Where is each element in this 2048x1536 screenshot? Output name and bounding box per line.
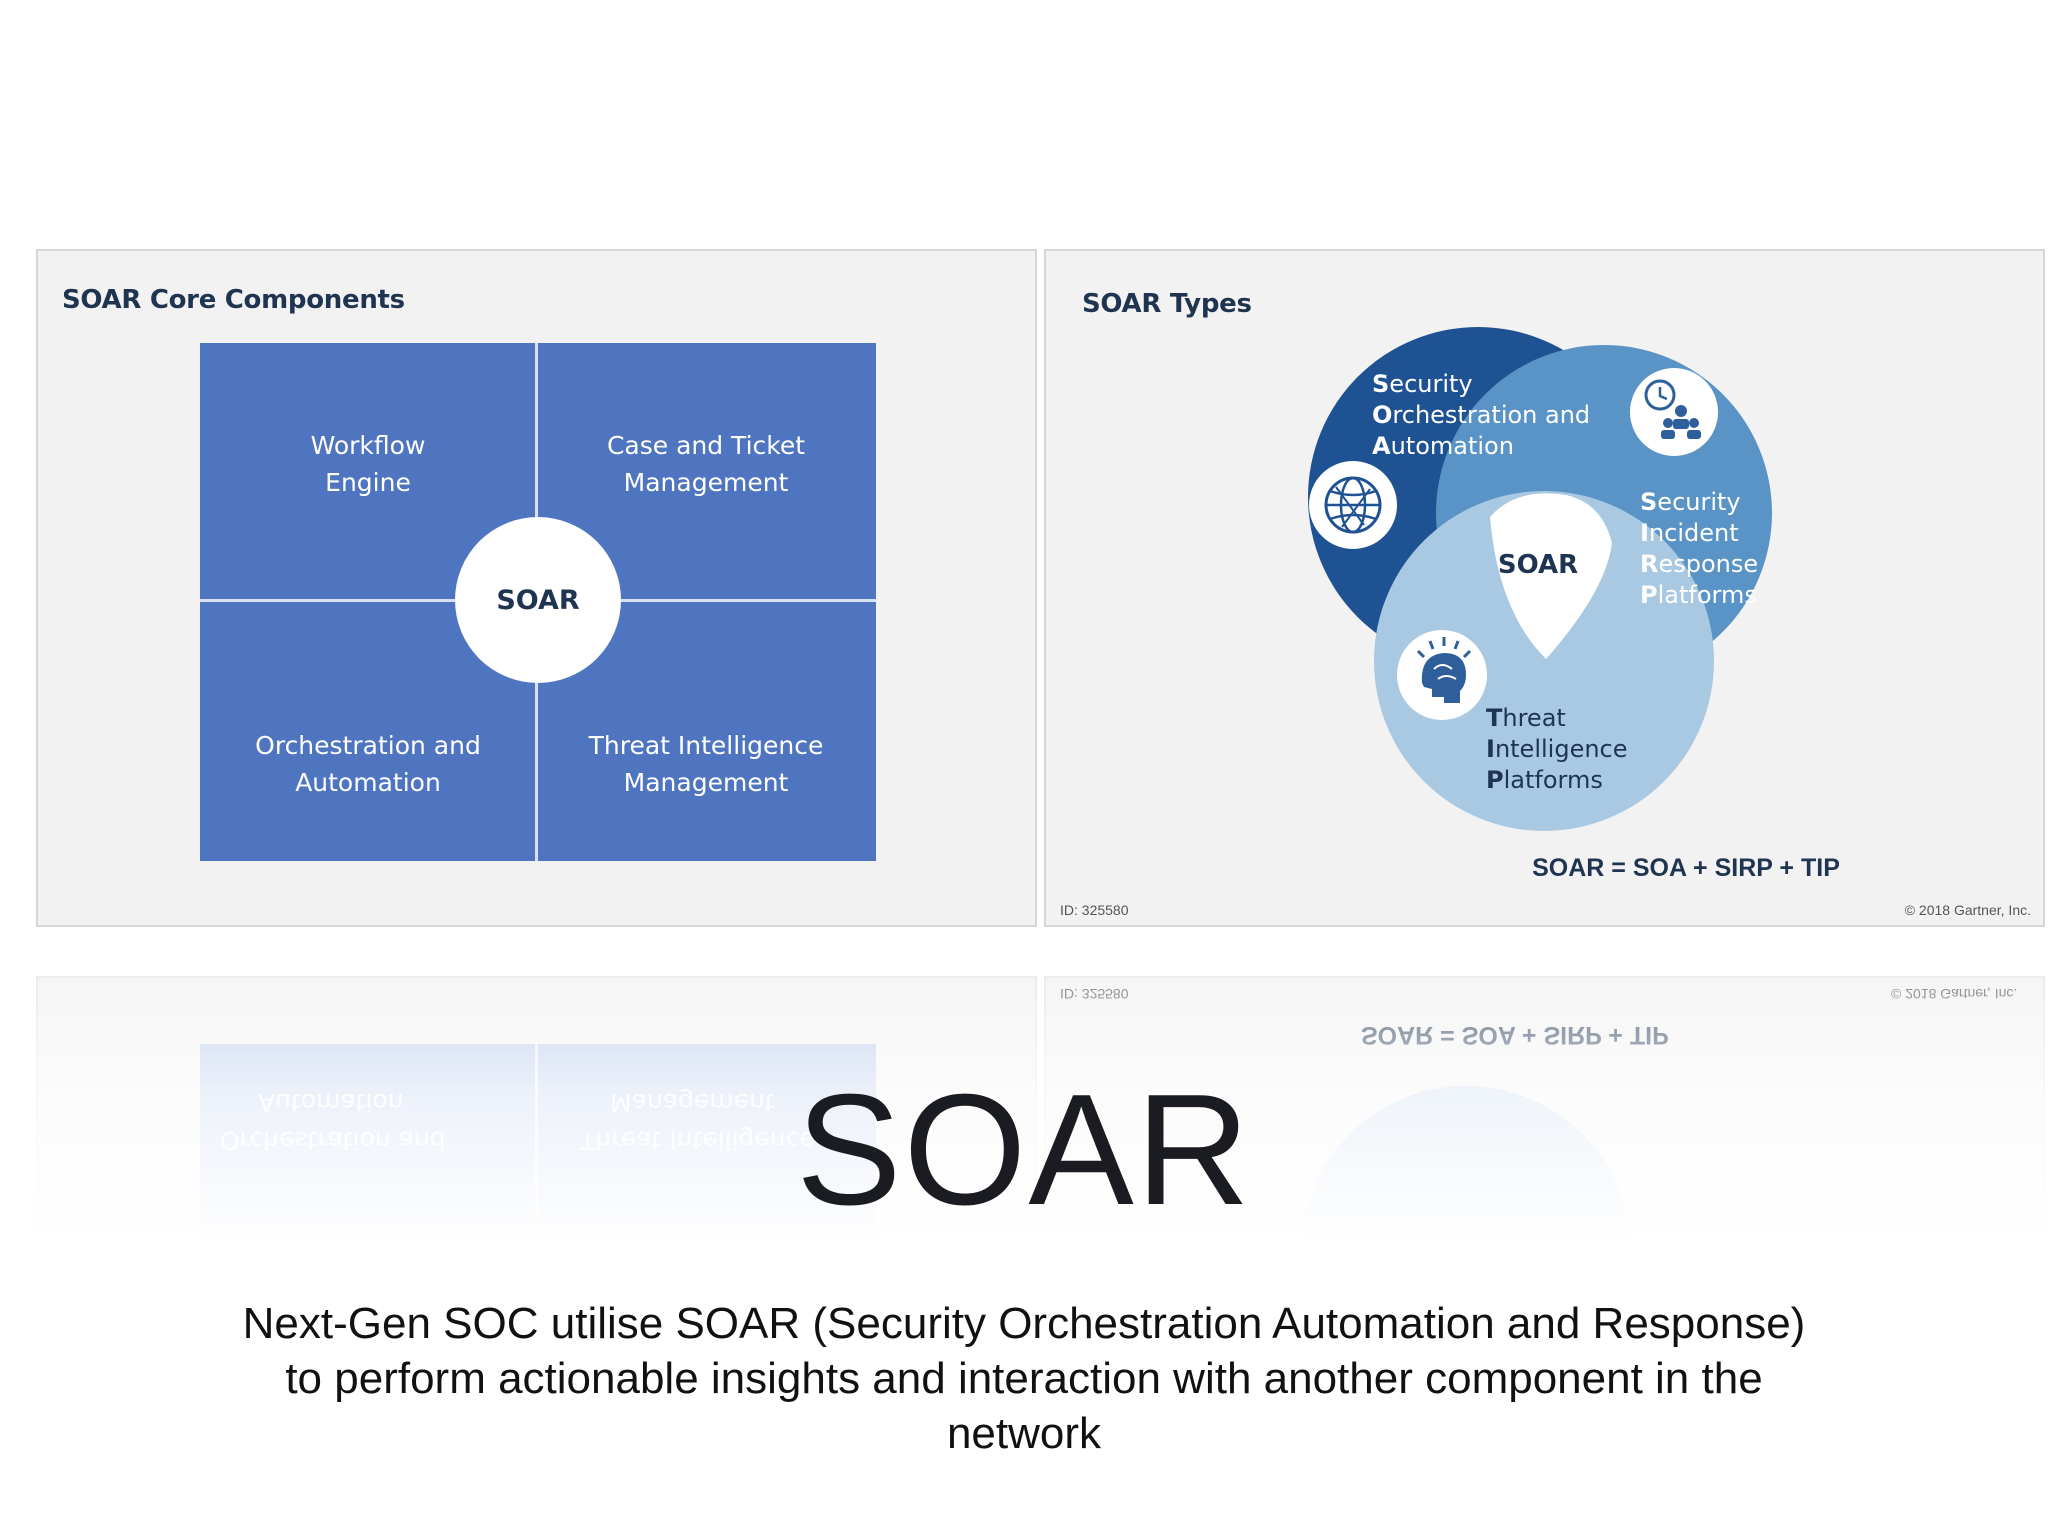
core-components-title: SOAR Core Components <box>62 285 405 315</box>
quadrant-label: Management <box>623 768 789 797</box>
tip-label: Threat Intelligence Platforms <box>1486 704 1635 794</box>
quadrant-label: Management <box>623 468 789 497</box>
slide-title: SOAR <box>796 1062 1252 1238</box>
diagram-id: ID: 325580 <box>1060 902 1129 918</box>
reflection-fade <box>0 976 2048 1246</box>
venn-center-label: SOAR <box>1498 550 1578 580</box>
soar-types-title: SOAR Types <box>1082 289 1252 319</box>
panels-reflection: Automation Orchestration and Management … <box>0 976 2048 1246</box>
soar-equation: SOAR = SOA + SIRP + TIP <box>1532 854 1840 882</box>
core-components-panel: SOAR Core Components Workflow Engine Cas… <box>36 249 1037 927</box>
brain-head-icon <box>1397 630 1487 720</box>
soar-hub-circle: SOAR <box>455 517 621 683</box>
soa-label: Security Orchestration and Automation <box>1372 370 1598 460</box>
sirp-label: Security Incident Response Platforms <box>1640 488 1766 609</box>
globe-network-icon <box>1309 461 1397 549</box>
quadrant-label: Case and Ticket <box>606 431 806 460</box>
quadrant-label: Engine <box>325 468 411 497</box>
venn-center-region <box>1490 493 1612 659</box>
core-components-grid: Workflow Engine Case and Ticket Manageme… <box>200 343 876 861</box>
quadrant-label: Orchestration and <box>255 731 481 760</box>
quadrant-label: Automation <box>295 768 441 797</box>
slide-subtitle: Next-Gen SOC utilise SOAR (Security Orch… <box>150 1296 1898 1461</box>
tip-circle <box>1374 491 1714 831</box>
clock-team-icon <box>1630 368 1718 456</box>
quadrant-label: Threat Intelligence <box>588 731 824 760</box>
subtitle-line: to perform actionable insights and inter… <box>285 1354 1763 1403</box>
subtitle-line: Next-Gen SOC utilise SOAR (Security Orch… <box>242 1299 1806 1348</box>
copyright-text: © 2018 Gartner, Inc. <box>1905 902 2031 918</box>
soar-venn-diagram: Security Orchestration and Automation Se… <box>1060 327 2031 918</box>
soar-types-panel: SOAR Types Security Orchestration and Au… <box>1044 249 2045 927</box>
subtitle-line: network <box>946 1409 1102 1458</box>
quadrant-label: Workflow <box>310 431 426 460</box>
